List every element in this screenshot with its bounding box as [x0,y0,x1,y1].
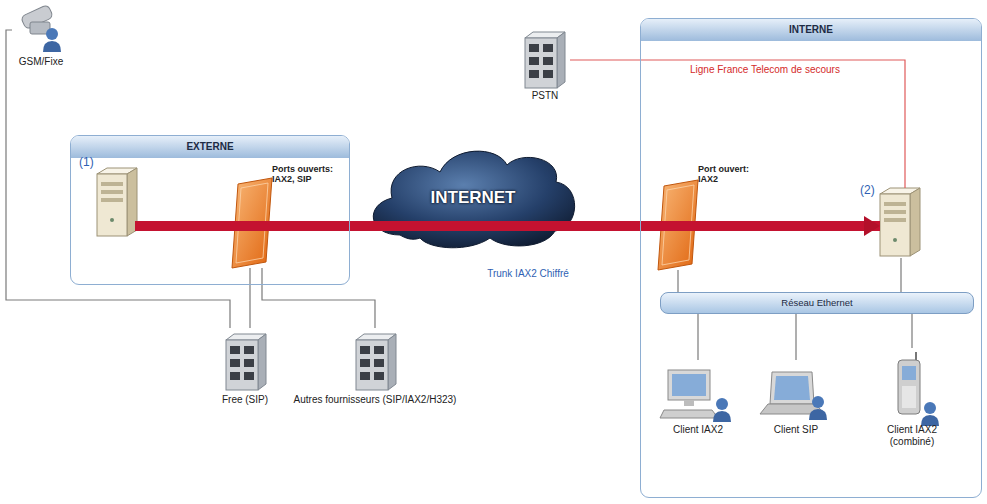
firewall: Ports ouverts: IAX2, SIP [232,178,272,268]
line-label: Ligne France Telecom de secours [690,64,890,76]
zone-title: INTERNE [641,19,981,41]
network-wire [249,268,250,328]
node-label: GSM/Fixe [19,56,63,68]
server: (2) [880,188,922,258]
port-note: Port ouvert: IAX2 [698,164,764,185]
server: (1) [97,168,139,238]
trunk-label: Trunk IAX2 Chiffré [484,268,572,280]
callout-number: (2) [860,184,880,198]
network-wire [6,30,230,328]
firewall: Port ouvert: IAX2 [658,180,698,270]
backup-line [570,60,905,188]
trunk-link [135,221,880,231]
bus-label: Réseau Ethernet [781,298,852,309]
network-wire [677,270,678,292]
node-label: Client SIP [774,424,818,436]
internet-cloud: INTERNET [368,148,578,248]
node-label: Client IAX2 (combiné) [870,424,954,447]
client: Client IAX2 [658,360,738,436]
provider-server: Free (SIP) [215,328,275,406]
node-label: Client IAX2 [673,424,723,436]
port-note: Ports ouverts: IAX2, SIP [272,164,342,185]
network-wire [697,314,698,360]
client: Client IAX2 (combiné) [870,348,954,447]
zone-title: EXTERNE [71,136,349,158]
provider-server: Autres fournisseurs (SIP/IAX2/H323) [291,328,460,406]
network-zone: EXTERNE(1)Ports ouverts: IAX2, SIP [70,135,350,285]
network-wire [262,268,375,328]
network-zone: INTERNE Port ouvert: IAX2 (2) Réseau Ethern… [640,18,982,498]
client: Client SIP [756,360,836,436]
gsm-phone: GSM/Fixe [12,4,70,68]
node-label: PSTN [532,90,559,102]
node-label: Autres fournisseurs (SIP/IAX2/H323) [294,394,457,406]
cloud-label: INTERNET [431,188,516,208]
network-wire [911,314,912,348]
network-wire [795,314,796,360]
node-label: Free (SIP) [222,394,268,406]
callout-number: (1) [79,156,99,170]
pstn-server: PSTN [520,28,570,102]
ethernet-bus: Réseau Ethernet [660,292,974,314]
network-wire [900,258,901,292]
